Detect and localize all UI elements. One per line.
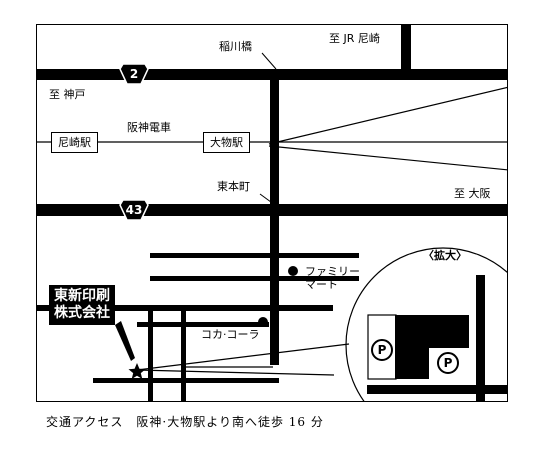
local-road-1 <box>150 253 359 258</box>
route-43-road <box>37 204 507 216</box>
company-pointer-arrow <box>115 321 135 361</box>
local-road-2 <box>150 276 359 281</box>
route-2-number: 2 <box>129 67 139 81</box>
local-road-v2 <box>181 311 186 401</box>
to-kobe-label: 至 神戸 <box>49 88 86 101</box>
coca-cola-label: コカ·コーラ <box>201 328 260 341</box>
enlarged-label: 〈拡大〉 <box>423 249 467 262</box>
to-jr-amagasaki-label: 至 JR 尼崎 <box>329 32 380 45</box>
higashi-honmachi-leader <box>259 193 276 206</box>
company-building-top <box>395 315 469 348</box>
map-drawing <box>37 25 507 401</box>
parking-icon: P <box>437 352 459 374</box>
railway-branch-north <box>268 86 507 145</box>
local-road-3 <box>37 305 333 311</box>
route-43-badge: 43 <box>119 199 149 221</box>
route-shield-icon <box>119 63 149 85</box>
daimotsu-station-box: 大物駅 <box>203 132 250 153</box>
local-road-v1 <box>148 305 153 401</box>
wedge-line-bottom <box>136 369 335 376</box>
route-2-badge: 2 <box>119 63 149 85</box>
higashi-honmachi-label: 東本町 <box>217 180 250 193</box>
inagawa-bridge-label: 稲川橋 <box>219 40 252 53</box>
access-map: 2 43 稲川橋 至 JR 尼崎 至 神戸 阪神電車 尼崎駅 大物駅 東本町 至… <box>36 24 508 402</box>
enlarged-road-vertical <box>476 275 485 401</box>
main-vertical-road <box>270 80 279 365</box>
family-mart-dot-icon <box>288 266 298 276</box>
family-mart-label: ファミリー マート <box>305 265 360 291</box>
coca-cola-dot-icon <box>258 317 268 327</box>
wedge-line-top <box>136 343 350 371</box>
route-2-road <box>37 69 507 80</box>
north-road <box>401 25 411 71</box>
to-osaka-label: 至 大阪 <box>454 187 491 200</box>
enlarged-road-horizontal <box>367 385 507 394</box>
inagawa-leader <box>261 52 277 70</box>
hanshin-railway-label: 阪神電車 <box>127 121 171 134</box>
company-name-line1: 東新印刷 <box>54 288 110 304</box>
company-star-icon <box>128 363 146 379</box>
access-caption: 交通アクセス 阪神·大物駅より南へ徒歩 16 分 <box>46 415 324 429</box>
company-label: 東新印刷 株式会社 <box>49 285 115 325</box>
local-road-4 <box>137 322 269 327</box>
company-name-line2: 株式会社 <box>54 305 110 321</box>
route-43-number: 43 <box>125 203 143 217</box>
parking-icon: P <box>371 339 393 361</box>
route-shield-icon <box>119 199 149 221</box>
company-building-bottom <box>395 348 429 379</box>
railway-branch-south <box>268 145 507 171</box>
amagasaki-station-box: 尼崎駅 <box>51 132 98 153</box>
